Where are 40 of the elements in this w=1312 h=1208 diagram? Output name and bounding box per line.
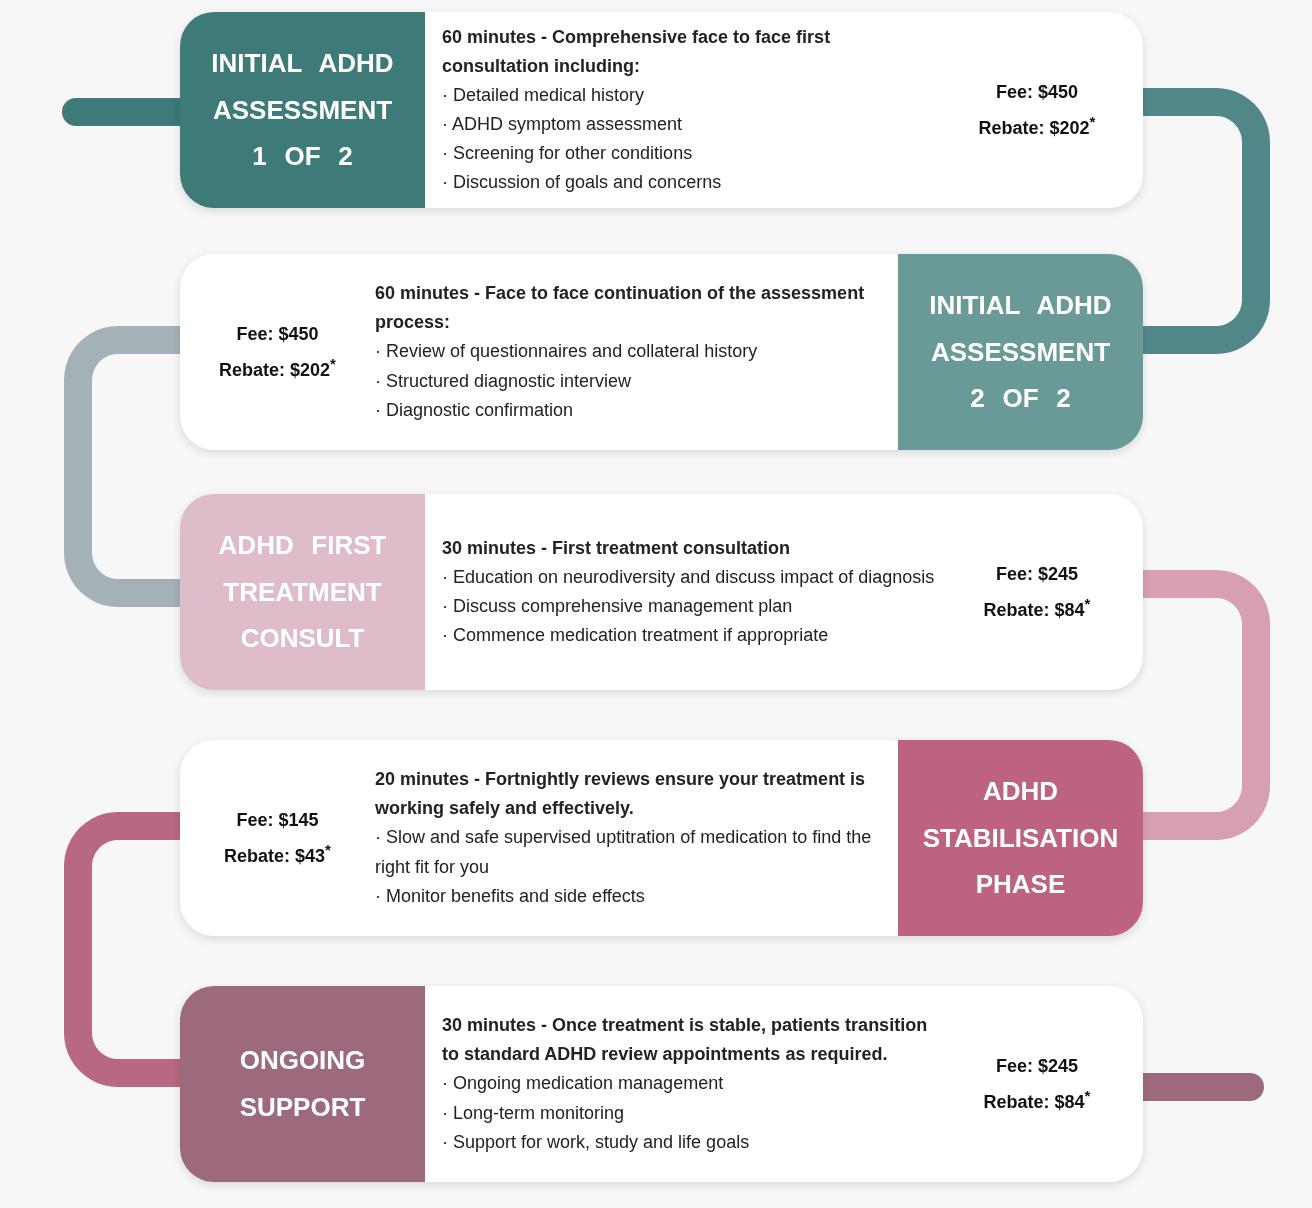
- description-text: 20 minutes - Fortnightly reviews ensure your treatment is working safely and effectively.: [375, 768, 867, 821]
- rebate-text: Rebate: $84$^{*}$: [983, 1086, 1091, 1114]
- bullet-item: · Discuss comprehensive management plan: [442, 595, 794, 618]
- step-card: [180, 12, 1143, 208]
- description-text: 60 minutes - Face to face continuation of the assessment process:: [375, 282, 866, 335]
- bullet-item: · Education on neurodiversity and discuss impact of diagnosis: [442, 565, 936, 589]
- step-title-block: INITIAL ADHD ASSESSMENT 1 OF 2: [180, 12, 425, 208]
- step-card: [180, 254, 1143, 450]
- bullet-item: · Detailed medical history: [442, 83, 646, 107]
- description-text: 30 minutes - First treatment consultation: [442, 536, 792, 560]
- step-card: [180, 986, 1143, 1182]
- bullet-item: · Ongoing medication management: [442, 1072, 725, 1096]
- rebate-text: Rebate: $202$^{*}$: [978, 112, 1096, 140]
- step-title-block: ONGOING SUPPORT: [180, 986, 425, 1182]
- fee-text: Fee: $245: [995, 562, 1079, 586]
- bullet-item: · Monitor benefits and side effects: [375, 884, 646, 908]
- bullet-item: · Screening for other conditions: [442, 142, 694, 166]
- fee-text: Fee: $450: [236, 322, 319, 346]
- step-card: [180, 494, 1143, 690]
- bullet-item: · Review of questionnaires and collateral history: [375, 340, 759, 364]
- rebate-text: Rebate: $202$^{*}$: [219, 354, 336, 382]
- bullet-item: · Discussion of goals and concerns: [442, 171, 723, 195]
- step-title-block: INITIAL ADHD ASSESSMENT 2 OF 2: [898, 254, 1143, 450]
- description-text: 60 minutes - Comprehensive face to face first consultation including:: [442, 25, 832, 78]
- bullet-item: · Commence medication treatment if appropriate: [442, 624, 830, 648]
- rebate-text: Rebate: $84$^{*}$: [983, 594, 1091, 622]
- fee-text: Fee: $145: [236, 808, 319, 832]
- step-card: [180, 740, 1143, 936]
- bullet-item: · Long-term monitoring: [442, 1101, 626, 1125]
- bullet-item: · Diagnostic confirmation: [375, 398, 575, 422]
- fee-text: Fee: $450: [995, 80, 1079, 104]
- description-text: 30 minutes - Once treatment is stable, patients transition to standard ADHD review appointments as required.: [442, 1014, 929, 1067]
- step-title-block: ADHD STABILISATION PHASE: [898, 740, 1143, 936]
- bullet-item: · Slow and safe supervised uptitration of medication to find the right fit for you: [375, 826, 873, 879]
- bullet-item: · ADHD symptom assessment: [442, 113, 684, 136]
- bullet-item: · Support for work, study and life goals: [442, 1130, 751, 1154]
- fee-text: Fee: $245: [995, 1054, 1079, 1078]
- step-title-block: ADHD FIRST TREATMENT CONSULT: [180, 494, 425, 690]
- rebate-text: Rebate: $43$^{*}$: [224, 840, 331, 868]
- bullet-item: · Structured diagnostic interview: [375, 369, 633, 393]
